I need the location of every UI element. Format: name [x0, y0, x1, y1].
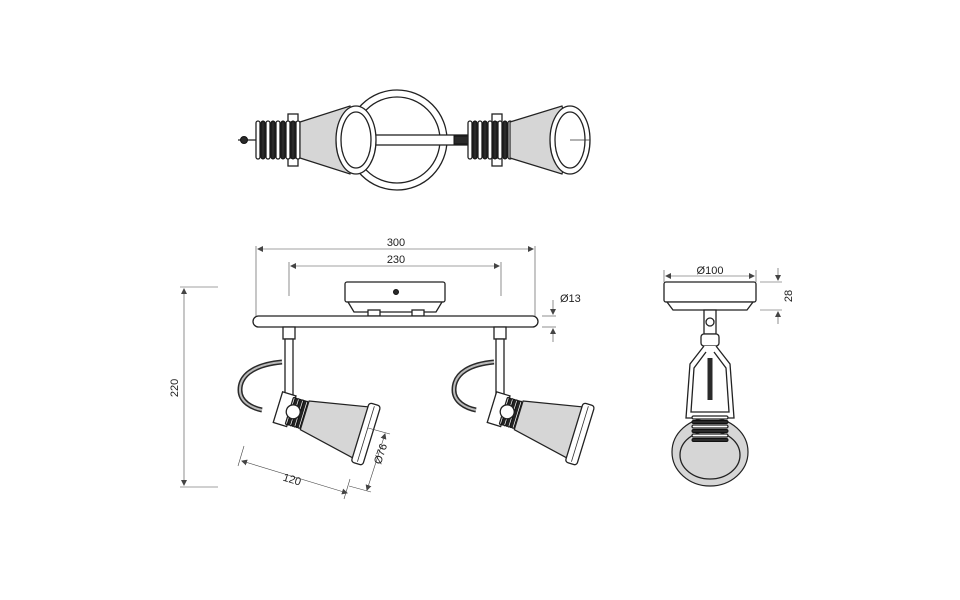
dimension-base-height: 28	[760, 268, 795, 324]
side-view-bracket	[685, 309, 735, 419]
heatsink-fin	[487, 120, 493, 160]
dimension-base-diameter-label: Ø100	[697, 265, 724, 277]
dimension-overall-width: 300	[255, 237, 536, 316]
heatsink-fin	[290, 120, 296, 160]
heatsink-fin	[280, 120, 286, 160]
dimension-mount-spacing: 230	[288, 254, 502, 296]
dimension-tube-diameter-label: Ø13	[560, 293, 581, 305]
dimension-spot-length: 120	[237, 445, 351, 500]
heatsink-fin	[691, 438, 729, 442]
heatsink-fin	[467, 120, 473, 160]
dimension-base-height-label: 28	[783, 290, 795, 302]
side-view-ceiling-base	[663, 281, 757, 311]
dimension-tube-diameter: Ø13	[542, 293, 581, 342]
side-view-shade	[671, 415, 749, 487]
heatsink-fin	[492, 120, 498, 160]
front-view: 300 230 Ø13 220 Ø76	[169, 237, 595, 500]
heatsink-fin	[270, 120, 276, 160]
heatsink-fin	[691, 424, 729, 429]
heatsink-fin	[482, 120, 488, 160]
dimension-overall-width-label: 300	[387, 237, 405, 249]
top-view-left-spot	[238, 105, 377, 175]
dimension-height: 220	[169, 286, 218, 488]
heatsink-fin	[255, 120, 261, 160]
dimension-base-diameter: Ø100	[663, 265, 757, 282]
heatsink-fin	[285, 120, 291, 160]
top-view	[238, 89, 591, 191]
top-view-right-spot	[453, 105, 591, 175]
heatsink-fin	[691, 420, 729, 424]
heatsink-fin	[691, 415, 729, 420]
heatsink-fin	[691, 429, 729, 433]
front-view-bar	[252, 315, 539, 328]
heatsink-fin	[472, 120, 478, 160]
front-view-right-spot	[451, 326, 595, 466]
heatsink-fin	[265, 120, 271, 160]
heatsink-fin	[260, 120, 266, 160]
front-view-left-spot	[237, 326, 381, 466]
heatsink-fin	[275, 120, 281, 160]
dimension-mount-spacing-label: 230	[387, 254, 405, 266]
side-view: Ø100 28	[663, 265, 795, 487]
heatsink-fin	[497, 120, 503, 160]
dimension-spot-length-label: 120	[281, 472, 302, 489]
dimension-shade-diameter-label: Ø76	[372, 442, 390, 465]
heatsink-fin	[691, 433, 729, 438]
heatsink-fin	[502, 120, 508, 160]
heatsink-fin	[477, 120, 483, 160]
front-view-ceiling-base	[344, 281, 446, 317]
dimension-height-label: 220	[169, 379, 181, 397]
